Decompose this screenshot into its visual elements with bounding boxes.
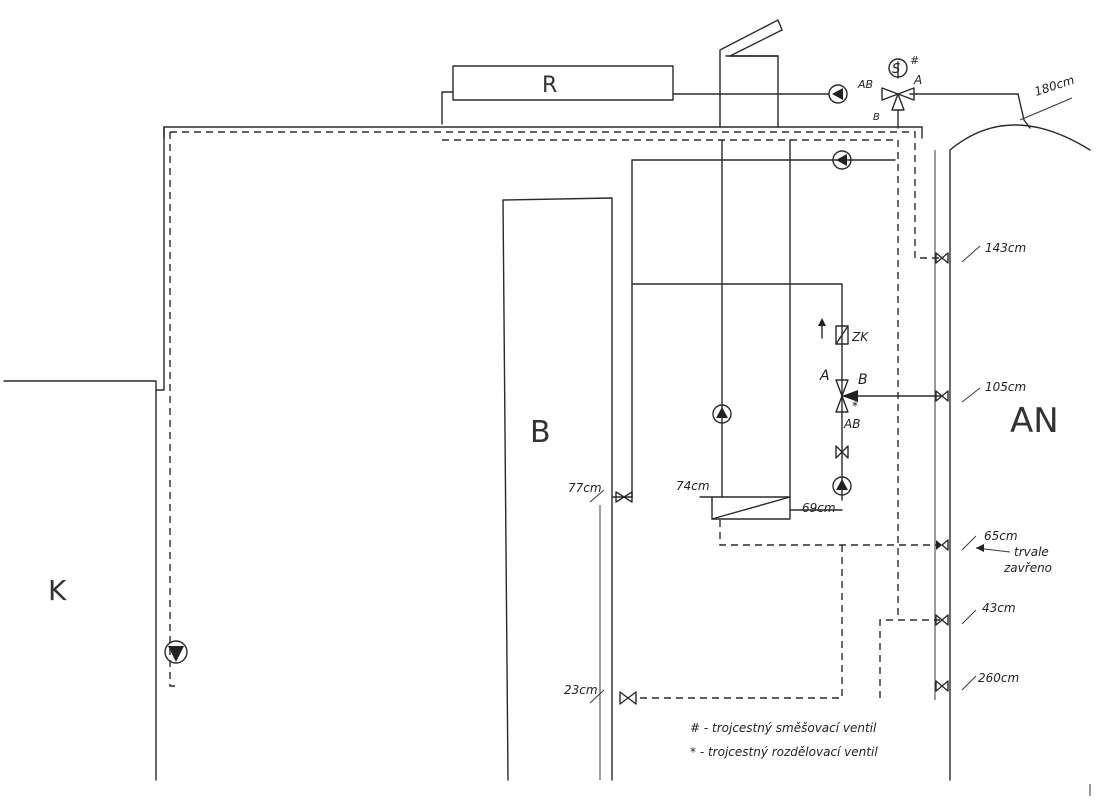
zk-label: ZK: [851, 330, 869, 344]
check-valve-zk: [818, 318, 849, 345]
height-143-label: 143cm: [985, 241, 1026, 255]
valve-mid-b-label: B: [858, 372, 868, 388]
radiator: [441, 65, 829, 125]
height-leaders: [589, 245, 1091, 796]
legend-mixing: # - trojcestný směšovací ventil: [690, 721, 877, 735]
valve-mid-a-label: A: [819, 368, 830, 384]
height-105-label: 105cm: [985, 380, 1026, 394]
top-circuit: [897, 61, 1073, 129]
pump-right-loop: [832, 476, 852, 496]
valve-top-ab-label: AB: [857, 78, 873, 91]
accumulation-tank: [934, 124, 1091, 781]
star-mark: *: [852, 399, 858, 413]
height-180-label: 180cm: [1033, 73, 1077, 99]
pump-left: [164, 640, 188, 664]
height-23-label: 23cm: [564, 683, 598, 697]
height-65-label: 65cm: [984, 529, 1018, 543]
sensor-label: S: [892, 62, 900, 77]
valve-top-b-label: B: [873, 112, 880, 123]
valve-77: [615, 491, 633, 503]
tank-label: AN: [1010, 401, 1059, 441]
boiler: [502, 197, 613, 781]
legend-diverting: * - trojcestný rozdělovací ventil: [690, 745, 878, 759]
note-zavreno: zavřeno: [1003, 561, 1052, 575]
note-trvale: trvale: [1014, 545, 1049, 559]
height-77-label: 77cm: [568, 481, 602, 495]
height-74-label: 74cm: [676, 479, 710, 493]
pump-boiler-loop: [712, 404, 732, 424]
solid-supply-lines: [611, 139, 941, 501]
room-label: K: [48, 574, 67, 607]
wall-outline: [3, 19, 923, 781]
tank-valves: [935, 252, 949, 692]
radiator-label: R: [542, 73, 557, 98]
heat-exchanger: [699, 496, 843, 520]
pump-second: [832, 150, 852, 170]
valve-mid-ab-label: AB: [843, 417, 860, 431]
height-260-label: 260cm: [978, 671, 1019, 685]
height-69-label: 69cm: [802, 501, 836, 515]
height-43-label: 43cm: [982, 601, 1016, 615]
valve-23: [619, 691, 637, 705]
diverting-valve-mid: [835, 379, 858, 413]
boiler-label: B: [530, 415, 551, 450]
hash-mark: #: [910, 54, 919, 67]
dashed-return-lines: [169, 131, 940, 699]
ball-valve-right-loop: [835, 445, 849, 459]
pump-top: [828, 84, 848, 104]
mixing-valve-top: [881, 58, 915, 111]
valve-top-a-label: A: [913, 73, 922, 87]
